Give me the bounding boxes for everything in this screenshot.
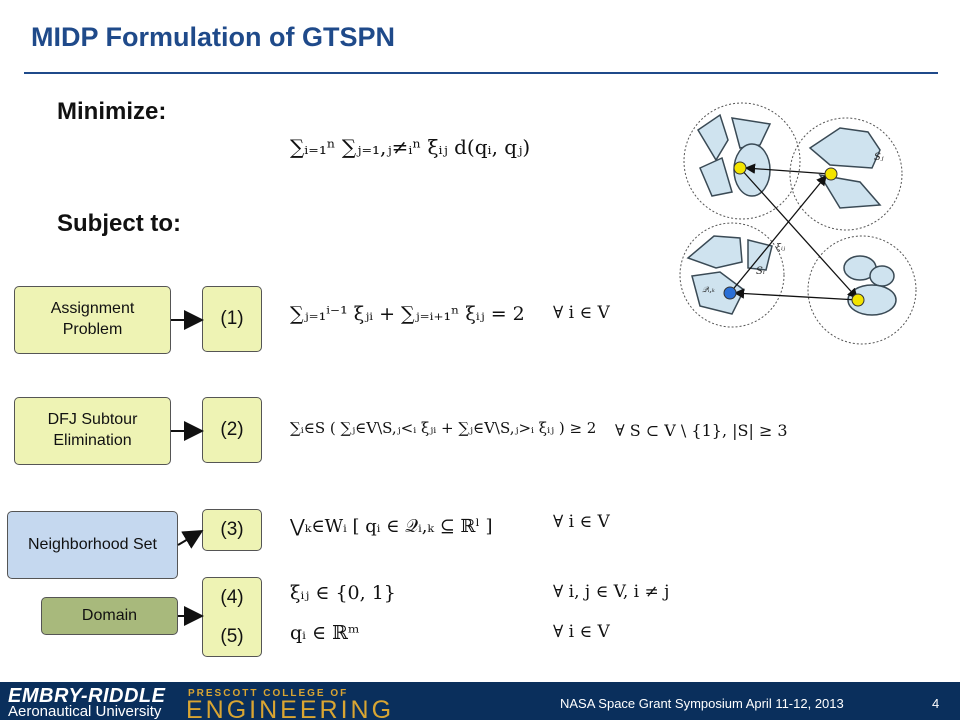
constraint-5-equation: qᵢ ∈ ℝᵐ xyxy=(290,622,360,644)
constraint-2-quantifier: ∀ S ⊂ V \ {1}, |S| ≥ 3 xyxy=(615,421,788,440)
neighborhood-circle-bottom-right xyxy=(807,235,917,345)
dfj-subtour-elimination-box: DFJ Subtour Elimination xyxy=(14,397,171,465)
embry-riddle-logo: EMBRY-RIDDLE xyxy=(8,685,166,707)
university-name: Aeronautical University xyxy=(8,703,162,720)
region-tr-1 xyxy=(808,127,881,169)
assignment-problem-box: Assignment Problem xyxy=(14,286,171,354)
constraint-2-equation: ∑ᵢ∈S ( ∑ⱼ∈V\S,ⱼ<ᵢ ξⱼᵢ + ∑ⱼ∈V\S,ⱼ>ᵢ ξᵢⱼ )… xyxy=(290,419,597,437)
college-label: PRESCOTT COLLEGE OF xyxy=(188,688,349,699)
neighborhood-circle-bottom-left xyxy=(679,222,785,328)
tour-arrow-1 xyxy=(744,163,831,175)
engineering-label: ENGINEERING xyxy=(186,696,395,724)
constraint-3-quantifier: ∀ i ∈ V xyxy=(553,512,610,532)
domain-box: Domain xyxy=(41,597,178,635)
constraint-3-equation: ⋁ₖ∈Wᵢ [ qᵢ ∈ 𝒬ᵢ,ₖ ⊆ ℝˡ ] xyxy=(290,516,493,537)
region-bl-2 xyxy=(691,271,745,315)
region-tr-2 xyxy=(818,173,882,209)
yellow-point-1 xyxy=(733,161,747,175)
label-sj: Sⱼ xyxy=(874,152,884,163)
constraint-4-quantifier: ∀ i, j ∈ V, i ≠ j xyxy=(553,582,670,602)
subject-to-heading: Subject to: xyxy=(57,210,181,237)
constraint-1-quantifier: ∀ i ∈ V xyxy=(553,303,610,323)
yellow-point-2 xyxy=(824,167,838,181)
blue-point xyxy=(723,286,737,300)
label-si: Sᵢ xyxy=(756,266,765,277)
constraint-5-quantifier: ∀ i ∈ V xyxy=(553,622,610,642)
objective-function: ∑ᵢ₌₁ⁿ ∑ⱼ₌₁,ⱼ≠ᵢⁿ ξᵢⱼ d(qᵢ, qⱼ) xyxy=(290,135,531,159)
label-xi-ij: ξᵢⱼ xyxy=(776,243,786,253)
region-br-2 xyxy=(869,265,895,287)
constraint-number-5: (5) xyxy=(220,625,244,647)
yellow-point-3 xyxy=(851,293,865,307)
footer-bar xyxy=(0,682,960,720)
constraint-number-4-5: (4) (5) xyxy=(202,577,262,657)
arrow-3 xyxy=(177,529,204,549)
slide-title: MIDP Formulation of GTSPN xyxy=(31,22,395,52)
neighborhood-set-box: Neighborhood Set xyxy=(7,511,178,579)
label-q-ik: 𝒬ᵢ,ₖ xyxy=(702,285,715,294)
constraint-number-3: (3) xyxy=(202,509,262,551)
region-tl-3 xyxy=(699,156,733,197)
minimize-heading: Minimize: xyxy=(57,98,167,125)
constraint-4-equation: ξᵢⱼ ∈ {0, 1} xyxy=(290,582,396,604)
neighborhood-circle-top-right xyxy=(789,117,903,231)
constraint-1-equation: ∑ⱼ₌₁ⁱ⁻¹ ξⱼᵢ + ∑ⱼ₌ᵢ₊₁ⁿ ξᵢⱼ = 2 xyxy=(290,303,525,325)
tour-arrow-2 xyxy=(739,167,858,299)
region-bl-3 xyxy=(747,239,773,271)
tour-arrow-4 xyxy=(729,174,827,294)
region-tl-1 xyxy=(696,113,729,162)
region-tl-2 xyxy=(730,117,772,149)
title-divider xyxy=(24,72,938,74)
constraint-number-4: (4) xyxy=(220,586,244,608)
event-footnote: NASA Space Grant Symposium April 11-12, … xyxy=(560,696,844,711)
tour-arrow-3 xyxy=(733,288,859,301)
neighborhood-circle-top-left xyxy=(683,102,801,220)
page-number: 4 xyxy=(932,696,940,711)
region-bl-1 xyxy=(686,235,743,269)
